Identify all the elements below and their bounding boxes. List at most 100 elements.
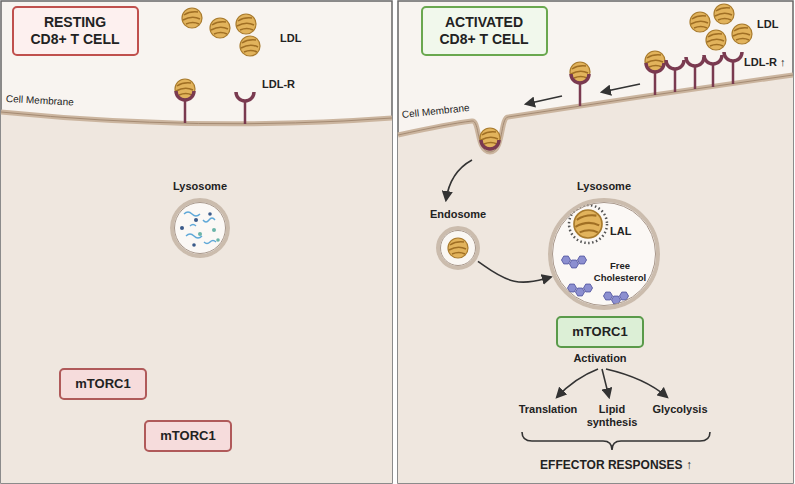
illustration-part <box>578 256 587 264</box>
organelle-membrane <box>172 200 228 256</box>
node-text: Lysosome <box>577 180 631 193</box>
organelle-outline <box>436 226 480 270</box>
illustration-part <box>571 74 589 106</box>
illustration-part <box>398 1 793 483</box>
organelle-fill <box>170 198 660 310</box>
illustration-part <box>704 55 722 87</box>
illustration-part <box>604 292 613 300</box>
organelle-membrane <box>441 231 476 266</box>
process-label: Activation <box>573 352 626 365</box>
outcome-label: Translation <box>519 403 578 416</box>
illustration-part <box>526 96 562 104</box>
bracket <box>522 432 710 450</box>
node-text: Endosome <box>430 208 486 221</box>
illustration-part <box>686 57 704 89</box>
organelle-membrane <box>438 228 478 268</box>
illustration-part <box>180 226 184 230</box>
illustration-part <box>448 238 468 258</box>
illustration-part <box>574 210 602 238</box>
node-text: mTORC1 <box>572 324 627 340</box>
lysosome-circle: LysosomeLALFree Cholesterol <box>548 198 660 310</box>
illustration-part <box>176 91 194 123</box>
illustration-part <box>732 24 752 44</box>
illustration-part <box>602 369 609 397</box>
active-mtorc1-box: mTORC1 <box>556 316 643 348</box>
organelle-outline <box>548 198 660 310</box>
illustration-part <box>204 241 216 244</box>
illustration-part <box>606 369 667 397</box>
illustration-part <box>1 1 392 483</box>
illustration-part <box>184 212 200 216</box>
organelle-membrane <box>175 203 226 254</box>
illustration-part <box>236 14 256 34</box>
membrane-label: Cell Membrane <box>6 92 74 109</box>
ldl-particles <box>175 4 752 148</box>
node-text: mTORC1 <box>160 428 215 444</box>
outcome-label: Lipid synthesis <box>585 403 639 429</box>
illustration-part <box>706 30 726 50</box>
node-text: Lysosome <box>173 180 227 193</box>
illustration-part <box>446 160 472 200</box>
summary-label: EFFECTOR RESPONSES ↑ <box>540 458 692 473</box>
illustration-part <box>620 292 629 300</box>
lysosome-contents <box>184 212 216 244</box>
outcome-label: Glycolysis <box>652 403 707 416</box>
endosome-circle: Endosome <box>436 226 480 270</box>
illustration-part <box>182 8 202 28</box>
node-text: ACTIVATED CD8+ T CELL <box>437 14 532 48</box>
illustration-part <box>584 284 593 292</box>
endosome-ldl <box>448 238 468 258</box>
inactive-mtorc1-box: mTORC1 <box>59 368 146 400</box>
illustration-part <box>208 212 212 216</box>
ldl-receptors <box>176 52 742 149</box>
illustration-part <box>1 112 392 483</box>
inactive-mtorc1-box: mTORC1 <box>144 420 231 452</box>
illustration-part <box>192 243 196 247</box>
illustration-part <box>548 198 660 310</box>
inner-label: Free Cholesterol <box>592 260 648 283</box>
illustration-part <box>568 284 577 292</box>
illustration-part <box>236 92 254 124</box>
illustration-part <box>1 112 392 124</box>
illustration-part <box>714 4 734 24</box>
illustration-part <box>481 140 499 149</box>
illustration-part <box>216 238 220 242</box>
illustration-part <box>666 60 684 92</box>
illustration-part <box>198 232 202 236</box>
receptor-label: LDL-R ↑ <box>744 56 786 69</box>
illustration-part <box>646 63 664 95</box>
illustration-part <box>398 75 793 152</box>
node-text: RESTING CD8+ T CELL <box>28 14 123 48</box>
illustration-part <box>212 228 216 232</box>
illustration-part <box>602 84 640 92</box>
transport-arrow <box>478 261 551 282</box>
node-text: mTORC1 <box>75 376 130 392</box>
illustration-part <box>480 128 500 148</box>
illustration-part <box>690 12 710 32</box>
illustration-part <box>240 36 260 56</box>
illustration-part <box>194 218 198 222</box>
lysosome-circle: Lysosome <box>170 198 230 258</box>
illustration-part <box>436 226 480 270</box>
illustration-part <box>203 218 215 222</box>
illustration-part <box>1 112 392 124</box>
illustration-part <box>190 225 196 227</box>
receptor-label: LDL-R <box>262 78 295 91</box>
state-title: ACTIVATED CD8+ T CELL <box>421 6 548 56</box>
organelle-outline <box>170 198 230 258</box>
molecule-label: LDL <box>280 32 301 45</box>
organelle-membrane <box>553 203 656 306</box>
inner-label: LAL <box>610 225 631 238</box>
illustration-part <box>398 75 793 483</box>
state-title: RESTING CD8+ T CELL <box>12 6 139 56</box>
molecule-label: LDL <box>757 18 778 31</box>
illustration-part <box>724 52 742 84</box>
illustration-part <box>170 198 230 258</box>
illustration-part <box>210 18 230 38</box>
illustration-part <box>557 369 598 397</box>
illustration-part <box>398 75 793 152</box>
flow-arrows <box>446 84 667 397</box>
membrane-label: Cell Membrane <box>401 101 470 121</box>
